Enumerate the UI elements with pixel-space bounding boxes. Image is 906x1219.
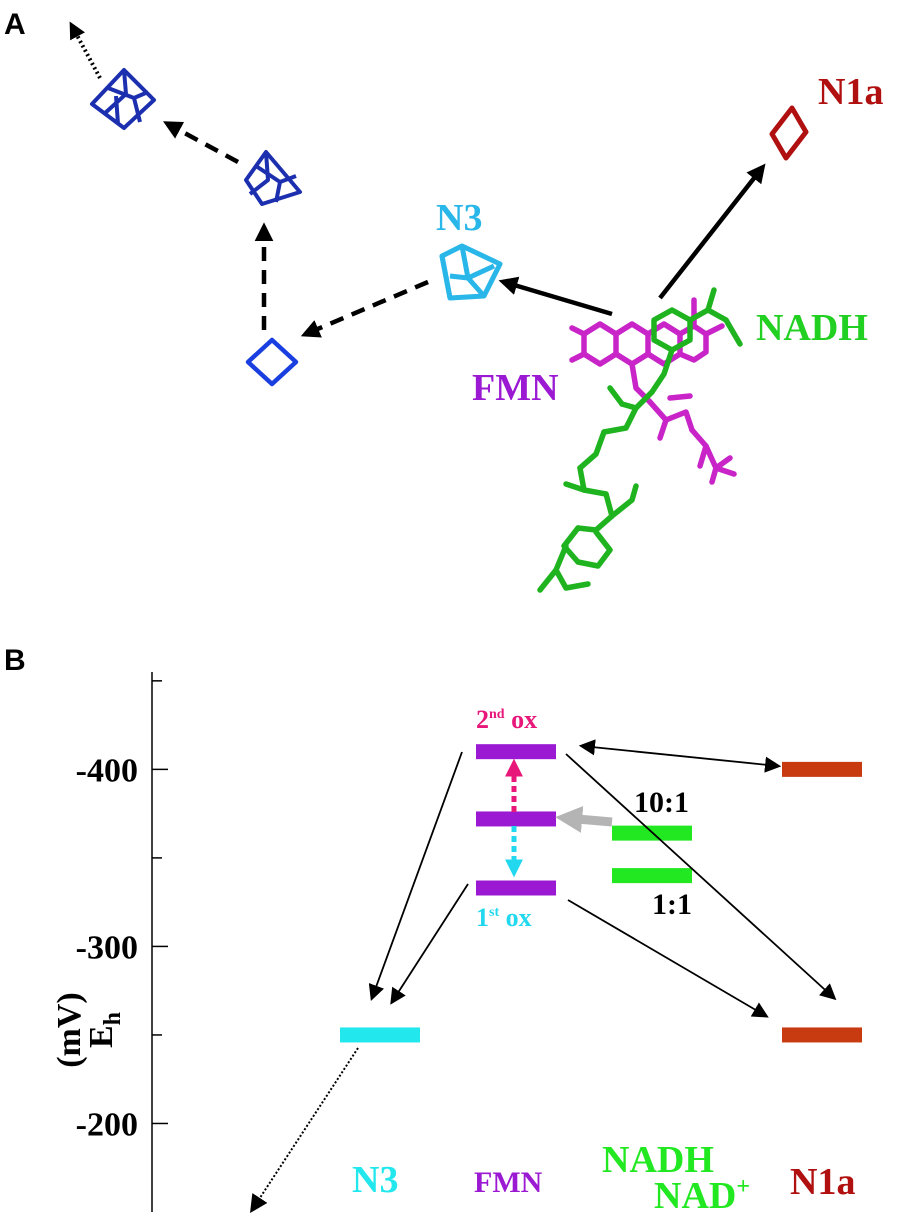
label-first-ox-tail: ox <box>499 903 532 932</box>
species-n3: N3 <box>352 1159 398 1201</box>
label-n3: N3 <box>436 197 482 239</box>
label-first-ox-main: 1 <box>476 903 489 932</box>
y-axis-tick-label: -200 <box>76 1106 138 1143</box>
svg-text:Eh: Eh <box>83 1012 126 1048</box>
label-second-ox: 2nd ox <box>476 705 537 734</box>
y-axis-title-main: E <box>83 1025 120 1048</box>
label-n1a: N1a <box>818 71 883 113</box>
label-first-ox-sup: st <box>489 905 499 920</box>
panel-b-letter: B <box>4 644 26 677</box>
species-n1a: N1a <box>790 1161 855 1203</box>
arrow-fmn2nd-to-n3 <box>368 751 463 1002</box>
y-axis-title-unit-group: (mV) <box>51 992 88 1068</box>
label-nadh: NADH <box>756 307 868 349</box>
fes-cluster-diamond-icon <box>245 337 299 387</box>
arrow-fmn1st-to-n1a-low <box>567 899 769 1018</box>
species-nad: NAD+ <box>654 1174 750 1217</box>
arrow-nadh-to-fmn <box>555 805 613 833</box>
label-ratio-10-1: 10:1 <box>634 786 689 819</box>
panel-a: A <box>4 8 883 593</box>
label-second-ox-main: 2 <box>476 705 489 734</box>
n3-cluster-icon <box>439 243 503 301</box>
arrow-n3-to-cluster3 <box>300 279 429 338</box>
panel-a-letter: A <box>4 8 26 41</box>
y-axis-tick-label: -300 <box>76 929 138 966</box>
fmn-2nd-ox-level <box>476 744 556 760</box>
label-second-ox-tail: ox <box>505 705 538 734</box>
arrow-cluster2-to-cluster1 <box>163 121 240 164</box>
nadh-1-1-level <box>612 868 692 884</box>
n1a-high-level <box>782 761 862 777</box>
fmn-mid-level <box>476 811 556 827</box>
arrow-fmn-to-n3 <box>498 276 613 317</box>
arrow-n3-downstream <box>250 1047 359 1214</box>
panel-b: B -400 -300 -200 Eh (mV) <box>4 644 862 1217</box>
fmn-1st-ox-level <box>476 880 556 896</box>
label-first-ox: 1st ox <box>476 903 532 932</box>
y-axis-title-unit: (mV) <box>51 992 88 1068</box>
arrow-to-top-cluster <box>69 21 102 79</box>
label-second-ox-sup: nd <box>489 707 505 722</box>
label-ratio-1-1: 1:1 <box>652 888 692 921</box>
y-axis-ticks <box>152 680 168 1125</box>
n1a-low-level <box>782 1027 862 1043</box>
arrow-fmn1st-to-n3 <box>390 883 469 1005</box>
n1a-cluster-icon <box>769 105 809 161</box>
arrow-fmn2nd-to-n1a-low <box>565 753 837 1001</box>
species-fmn: FMN <box>474 1166 543 1199</box>
y-axis-tick-label: -400 <box>76 752 138 789</box>
species-nad-sup: + <box>736 1174 750 1200</box>
y-axis-title: Eh <box>83 1012 126 1048</box>
n3-level <box>340 1027 420 1043</box>
nadh-molecule-icon <box>537 287 743 593</box>
fes-cluster-middle-icon <box>244 150 302 206</box>
arrow-fmn-to-n1a-double <box>578 739 782 773</box>
arrow-fmn-to-n1a <box>658 163 766 300</box>
fes-cluster-top-icon <box>90 68 156 130</box>
y-axis-tick-labels: -400 -300 -200 <box>76 752 138 1143</box>
label-fmn: FMN <box>472 367 559 409</box>
species-nad-main: NAD <box>654 1175 736 1217</box>
species-nadh: NADH <box>602 1139 714 1181</box>
y-axis-title-sub: h <box>100 1012 126 1025</box>
